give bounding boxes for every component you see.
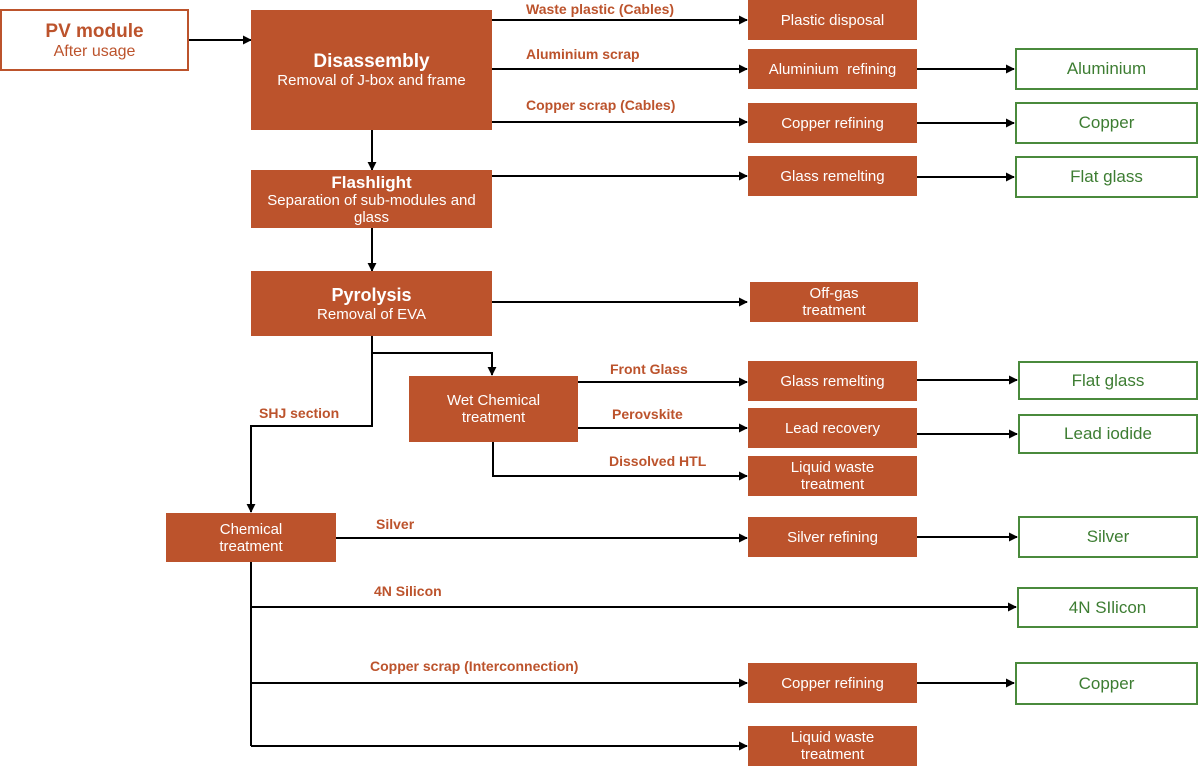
pyrolysis-subtitle: Removal of EVA: [317, 305, 426, 323]
liquid-waste-treatment-2-label: Liquid waste treatment: [790, 729, 875, 763]
offgas-treatment-label: Off-gas treatment: [802, 285, 866, 319]
plastic-disposal-node: Plastic disposal: [748, 0, 917, 40]
copper-refining-label: Copper refining: [781, 114, 884, 132]
silver-refining-node: Silver refining: [748, 517, 917, 557]
aluminium-output-label: Aluminium: [1066, 59, 1147, 78]
lead-recovery-label: Lead recovery: [784, 419, 881, 437]
silver-output-node: Silver: [1018, 516, 1198, 558]
silver-flow-label: Silver: [376, 516, 415, 532]
glass-remelting-2-label: Glass remelting: [780, 372, 885, 390]
glass-remelting-2-node: Glass remelting: [748, 361, 917, 401]
glass-remelting-label: Glass remelting: [780, 167, 885, 185]
flat-glass-output-label: Flat glass: [1070, 167, 1143, 186]
chemical-treatment-label: Chemical treatment: [219, 520, 283, 555]
aluminium-refining-label: Aluminium refining: [768, 60, 897, 78]
lead-iodide-output-node: Lead iodide: [1018, 414, 1198, 454]
connector-pyrolysis-to-wet-chemical: [371, 336, 497, 376]
disassembly-title: Disassembly: [313, 51, 430, 72]
liquid-waste-treatment-node: Liquid waste treatment: [748, 456, 917, 496]
copper-refining-2-node: Copper refining: [748, 663, 917, 703]
lead-iodide-output-label: Lead iodide: [1064, 424, 1152, 443]
silicon-output-label: 4N SIlicon: [1068, 597, 1147, 617]
wet-chemical-treatment-label: Wet Chemical treatment: [446, 392, 541, 426]
pv-module-title: PV module: [45, 20, 144, 42]
copper-2-output-node: Copper: [1015, 662, 1198, 705]
silver-refining-label: Silver refining: [787, 528, 878, 546]
waste-plastic-label: Waste plastic (Cables): [526, 1, 675, 17]
front-glass-label: Front Glass: [610, 361, 688, 377]
flat-glass-2-output-label: Flat glass: [1071, 370, 1145, 390]
copper-output-label: Copper: [1078, 113, 1135, 132]
wet-chemical-treatment-node: Wet Chemical treatment: [409, 376, 578, 442]
flat-glass-output-node: Flat glass: [1015, 156, 1198, 198]
shj-section-label: SHJ section: [259, 405, 340, 421]
silicon-output-node: 4N SIlicon: [1017, 587, 1198, 628]
copper-2-output-label: Copper: [1078, 673, 1135, 693]
disassembly-subtitle: Removal of J-box and frame: [277, 72, 466, 89]
copper-scrap-cables-label: Copper scrap (Cables): [526, 97, 676, 113]
aluminium-output-node: Aluminium: [1015, 48, 1198, 90]
chemical-treatment-node: Chemical treatment: [166, 513, 336, 562]
pyrolysis-title: Pyrolysis: [331, 284, 412, 305]
copper-refining-node: Copper refining: [748, 103, 917, 143]
glass-remelting-node: Glass remelting: [748, 156, 917, 196]
connector-wet-chemical-to-liquid-waste: [492, 442, 748, 481]
flat-glass-2-output-node: Flat glass: [1018, 361, 1198, 400]
aluminium-scrap-label: Aluminium scrap: [526, 46, 640, 62]
copper-output-node: Copper: [1015, 102, 1198, 144]
flashlight-subtitle: Separation of sub-modules and glass: [267, 191, 476, 226]
silicon-flow-label: 4N Silicon: [374, 583, 442, 599]
liquid-waste-treatment-label: Liquid waste treatment: [790, 459, 875, 493]
copper-scrap-interconnection-label: Copper scrap (Interconnection): [370, 658, 579, 674]
offgas-treatment-node: Off-gas treatment: [750, 282, 918, 322]
liquid-waste-treatment-2-node: Liquid waste treatment: [748, 726, 917, 766]
aluminium-refining-node: Aluminium refining: [748, 49, 917, 89]
dissolved-htl-label: Dissolved HTL: [609, 453, 707, 469]
flashlight-node: Flashlight Separation of sub-modules and…: [251, 170, 492, 228]
pyrolysis-node: Pyrolysis Removal of EVA: [251, 271, 492, 336]
copper-refining-2-label: Copper refining: [781, 674, 884, 692]
connector-pyrolysis-to-chemical: [246, 353, 373, 513]
lead-recovery-node: Lead recovery: [748, 408, 917, 448]
perovskite-label: Perovskite: [612, 406, 683, 422]
plastic-disposal-label: Plastic disposal: [780, 11, 885, 29]
silver-output-label: Silver: [1086, 527, 1130, 546]
disassembly-node: Disassembly Removal of J-box and frame: [251, 10, 492, 130]
flashlight-title: Flashlight: [331, 172, 412, 192]
pv-module-subtitle: After usage: [53, 42, 136, 60]
pv-module-node: PV module After usage: [0, 9, 189, 71]
